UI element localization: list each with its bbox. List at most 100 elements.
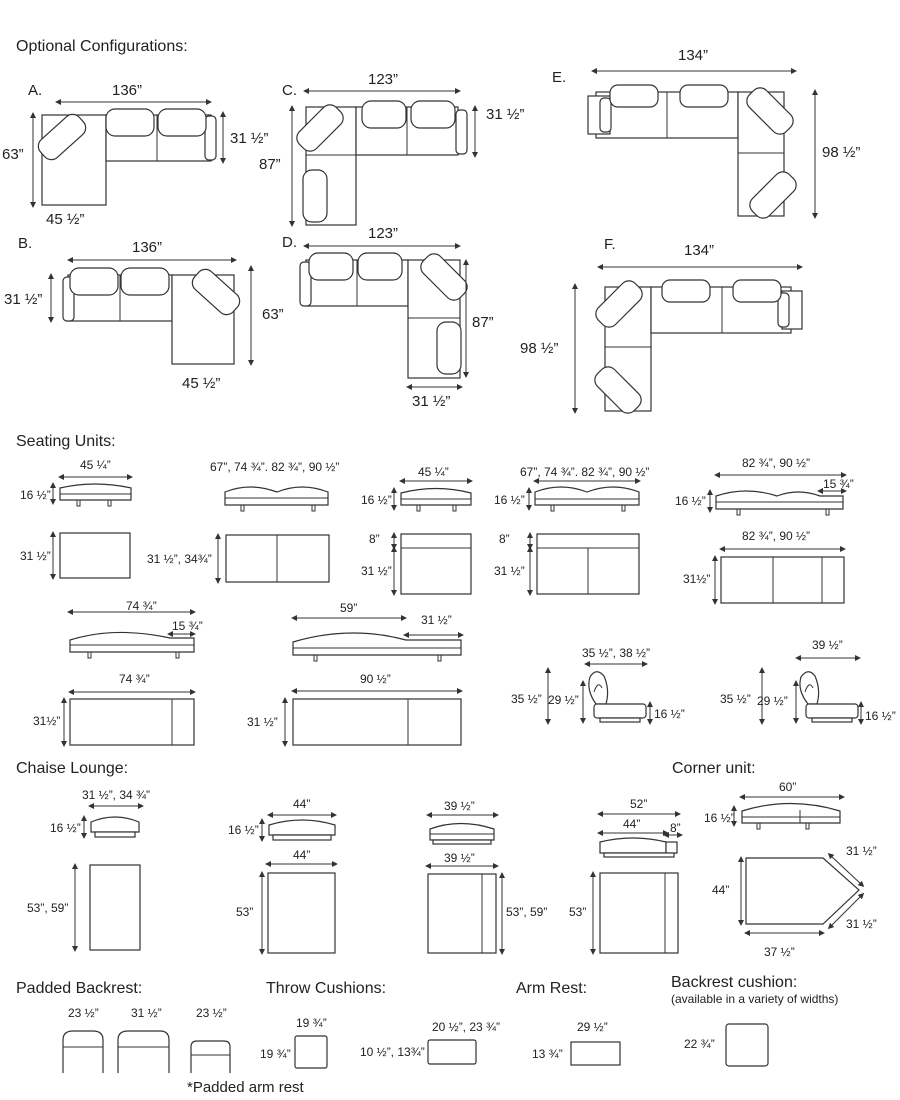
config-a-width: 136” [112,82,142,99]
u5-depth: 31½” [683,572,710,586]
c4-width: 52” [630,797,647,811]
throw-2-height: 10 ½”, 13¾” [360,1045,425,1059]
chaise-2: 44” 16 ½” 44” 53” [228,797,338,955]
config-c-label: C. [282,82,297,99]
seating-unit-7: 59” 31 ½” 90 ½” 31 ½” [247,601,464,747]
u3-top: 8” [369,532,380,546]
config-f-width: 134” [684,242,714,259]
config-d-height: 87” [472,314,494,331]
config-b-label: B. [18,235,32,252]
u8-width: 35 ½”, 38 ½” [582,646,650,660]
c4-width1: 44” [623,817,640,831]
c4-edge: 8” [670,821,681,835]
u1-width: 45 ¼” [80,458,111,472]
u2-width: 67”, 74 ¾”. 82 ¾”, 90 ½” [210,460,339,474]
config-a-label: A. [28,82,42,99]
config-d-width: 123” [368,225,398,242]
u3-width: 45 ¼” [418,465,449,479]
config-e: E. 134” 98 ½” [552,47,860,219]
arm-rest-height: 13 ¾” [532,1047,563,1061]
seating-unit-4: 67”, 74 ¾”. 82 ¾”, 90 ½” 16 ½” 8” 31 ½” [494,465,649,596]
chaise-3: 39 ½” 39 ½” 53”, 59” [425,799,547,955]
config-a-depth: 31 ½” [230,130,268,147]
config-e-width: 134” [678,47,708,64]
c3-width: 39 ½” [444,799,475,813]
backrest-c: 23 ½” [196,1006,227,1020]
corner-bottom: 37 ½” [764,945,795,959]
backrest-b: 31 ½” [131,1006,162,1020]
c1-depth: 53”, 59” [27,901,68,915]
u7-depth: 31 ½” [247,715,278,729]
title-padded-backrest: Padded Backrest: [16,980,142,997]
u6-depth: 31½” [33,714,60,728]
c2-width2: 44” [293,848,310,862]
config-a: A. 136” 31 ½” 63” 45 ½” [2,82,268,228]
config-a-bottom: 45 ½” [46,211,84,228]
cushion-icon [105,108,155,137]
u5-width2: 82 ¾”, 90 ½” [742,529,810,543]
title-throw-cushions: Throw Cushions: [266,980,386,997]
seating-unit-6: 74 ¾” 15 ¾” 74 ¾” 31½” [33,599,203,747]
config-e-label: E. [552,69,566,86]
config-c-height: 87” [259,156,281,173]
u4-top: 8” [499,532,510,546]
backrest-cushion-note: (available in a variety of widths) [671,992,838,1006]
u2-depth: 31 ½”, 34¾” [147,552,212,566]
title-seating-units: Seating Units: [16,433,116,450]
config-b-height: 63” [262,306,284,323]
seating-unit-3: 45 ¼” 16 ½” 8” 31 ½” [361,465,473,596]
u7-width2: 90 ½” [360,672,391,686]
u6-width2: 74 ¾” [119,672,150,686]
title-arm-rest: Arm Rest: [516,980,587,997]
seating-unit-8: 35 ½”, 38 ½” 35 ½” 29 ½” 16 ½” [511,646,685,725]
seating-unit-5: 82 ¾”, 90 ½” 15 ¾” 16 ½” 82 ¾”, 90 ½” 31… [675,456,854,605]
backrest-cushion: 22 ¾” [684,1023,769,1067]
u7-width: 59” [340,601,357,615]
config-d-bottom: 31 ½” [412,393,450,410]
padded-backrest: 23 ½” 31 ½” 23 ½” *Padded arm rest [62,1006,305,1096]
c2-width: 44” [293,797,310,811]
config-b-width: 136” [132,239,162,256]
throw-1-width: 19 ¾” [296,1016,327,1030]
config-c: C. 123” 31 ½” 87” [259,71,524,227]
config-d: D. 123” 87” 31 ½” [282,225,494,410]
u1-depth: 31 ½” [20,549,51,563]
seating-unit-1: 45 ¼” 16 ½” 31 ½” [20,458,133,580]
title-optional-configurations: Optional Configurations: [16,38,188,55]
c3-depth: 53”, 59” [506,905,547,919]
chaise-4: 52” 44” 8” 53” [569,797,683,955]
u4-depth: 31 ½” [494,564,525,578]
config-f: F. 134” 98 ½” [520,236,803,414]
u8-height: 35 ½” [511,692,542,706]
throw-1-height: 19 ¾” [260,1047,291,1061]
config-f-height: 98 ½” [520,340,558,357]
backrest-cushion-height: 22 ¾” [684,1037,715,1051]
config-b: B. 136” 31 ½” 63” 45 ½” [4,235,284,392]
seating-unit-9: 39 ½” 35 ½” 29 ½” 16 ½” [720,638,896,725]
u6-arm: 15 ¾” [172,619,203,633]
config-d-label: D. [282,234,297,251]
corner-side-b: 31 ½” [846,917,877,931]
corner-depth: 44” [712,883,729,897]
u9-seat: 16 ½” [865,709,896,723]
u8-seat: 16 ½” [654,707,685,721]
u1-height: 16 ½” [20,488,51,502]
u9-width: 39 ½” [812,638,843,652]
arm-rest-width: 29 ½” [577,1020,608,1034]
seating-unit-2: 67”, 74 ¾”. 82 ¾”, 90 ½” 31 ½”, 34¾” [147,460,339,584]
u3-height: 16 ½” [361,493,392,507]
throw-2-width: 20 ½”, 23 ¾” [432,1020,500,1034]
config-c-depth: 31 ½” [486,106,524,123]
c1-width: 31 ½”, 34 ¾” [82,788,150,802]
title-backrest-cushion: Backrest cushion: [671,974,797,991]
c2-height: 16 ½” [228,823,259,837]
config-a-height: 63” [2,146,24,163]
u6-width: 74 ¾” [126,599,157,613]
u9-height: 35 ½” [720,692,751,706]
backrest-a: 23 ½” [68,1006,99,1020]
config-e-height: 98 ½” [822,144,860,161]
corner-unit: 60” 16 ½” 31 ½” 31 ½” 44” 37 ½” [704,780,877,959]
c1-height: 16 ½” [50,821,81,835]
u5-arm: 15 ¾” [823,477,854,491]
